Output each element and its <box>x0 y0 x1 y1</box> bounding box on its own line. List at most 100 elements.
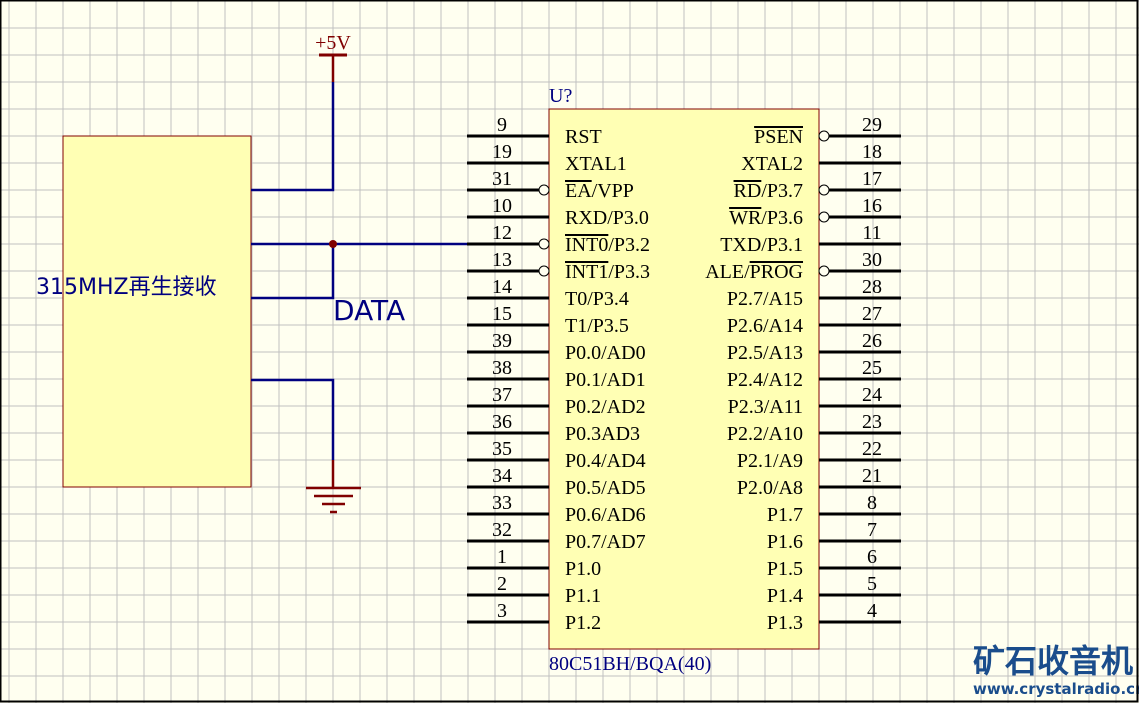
pin-7[interactable]: 7P1.6 <box>767 519 901 553</box>
receiver-module-label: 315MHZ再生接收 <box>36 275 217 300</box>
pin-name: RST <box>565 126 602 148</box>
wires <box>251 82 467 460</box>
pin-name: P1.1 <box>565 585 601 607</box>
wire-data-2[interactable] <box>251 244 335 300</box>
chip-designator: U? <box>549 85 572 107</box>
pin-number: 24 <box>862 384 882 406</box>
pin-number: 37 <box>492 384 512 406</box>
chip-body[interactable] <box>548 108 820 650</box>
pin-name: P1.0 <box>565 558 601 580</box>
pin-name: P2.0/A8 <box>737 477 803 499</box>
wire-vcc[interactable] <box>251 82 335 192</box>
inversion-bubble <box>818 211 830 223</box>
pin-name: P0.3AD3 <box>565 423 640 445</box>
pin-6[interactable]: 6P1.5 <box>767 546 901 580</box>
pin-number: 5 <box>867 573 877 595</box>
pin-number: 26 <box>862 330 882 352</box>
pin-name: TXD/P3.1 <box>720 234 803 256</box>
pin-number: 38 <box>492 357 512 379</box>
pin-8[interactable]: 8P1.7 <box>767 492 901 526</box>
pin-name: P2.5/A13 <box>727 342 803 364</box>
net-label-data: DATA <box>333 294 405 327</box>
pin-name: INT0/P3.2 <box>565 234 650 256</box>
inversion-bubble <box>538 238 550 250</box>
watermark-url: www.crystalradio.cn <box>973 680 1139 698</box>
pin-number: 27 <box>862 303 882 325</box>
pin-number: 21 <box>862 465 882 487</box>
chip-part-name: 80C51BH/BQA(40) <box>549 653 711 675</box>
pin-4[interactable]: 4P1.3 <box>767 600 901 634</box>
power-label: +5V <box>315 32 351 54</box>
pin-number: 33 <box>492 492 512 514</box>
pin-name: XTAL1 <box>565 153 627 175</box>
pin-number: 17 <box>862 168 882 190</box>
ground-symbol[interactable] <box>306 460 361 514</box>
pin-number: 23 <box>862 411 882 433</box>
pin-number: 16 <box>862 195 882 217</box>
pin-5[interactable]: 5P1.4 <box>767 573 901 607</box>
pin-number: 2 <box>497 573 507 595</box>
pin-number: 14 <box>492 276 512 298</box>
pin-number: 36 <box>492 411 512 433</box>
power-port-5v[interactable]: +5V <box>315 32 351 82</box>
pin-name: T0/P3.4 <box>565 288 629 310</box>
pin-number: 1 <box>497 546 507 568</box>
pin-name: P1.2 <box>565 612 601 634</box>
pin-1[interactable]: 1P1.0 <box>467 546 601 580</box>
chip-pins: 9RST19XTAL131EA/VPP10RXD/P3.012INT0/P3.2… <box>467 114 901 634</box>
pin-name: PSEN <box>754 126 803 148</box>
receiver-module-body[interactable] <box>62 135 252 488</box>
pin-name: P1.6 <box>767 531 803 553</box>
pin-2[interactable]: 2P1.1 <box>467 573 601 607</box>
wire-gnd[interactable] <box>251 378 335 460</box>
pin-number: 9 <box>497 114 507 136</box>
pin-number: 7 <box>867 519 877 541</box>
pin-number: 8 <box>867 492 877 514</box>
pin-name: P2.3/A11 <box>728 396 803 418</box>
pin-name: P0.4/AD4 <box>565 450 646 472</box>
pin-number: 3 <box>497 600 507 622</box>
pin-name: P2.1/A9 <box>737 450 803 472</box>
pin-name: P1.4 <box>767 585 803 607</box>
inversion-bubble <box>538 265 550 277</box>
pin-number: 13 <box>492 249 512 271</box>
pin-name: EA/VPP <box>565 180 634 202</box>
pin-name: P2.2/A10 <box>727 423 803 445</box>
pin-name: P2.7/A15 <box>727 288 803 310</box>
pin-number: 4 <box>867 600 877 622</box>
pin-3[interactable]: 3P1.2 <box>467 600 601 634</box>
pin-name: P2.4/A12 <box>727 369 803 391</box>
